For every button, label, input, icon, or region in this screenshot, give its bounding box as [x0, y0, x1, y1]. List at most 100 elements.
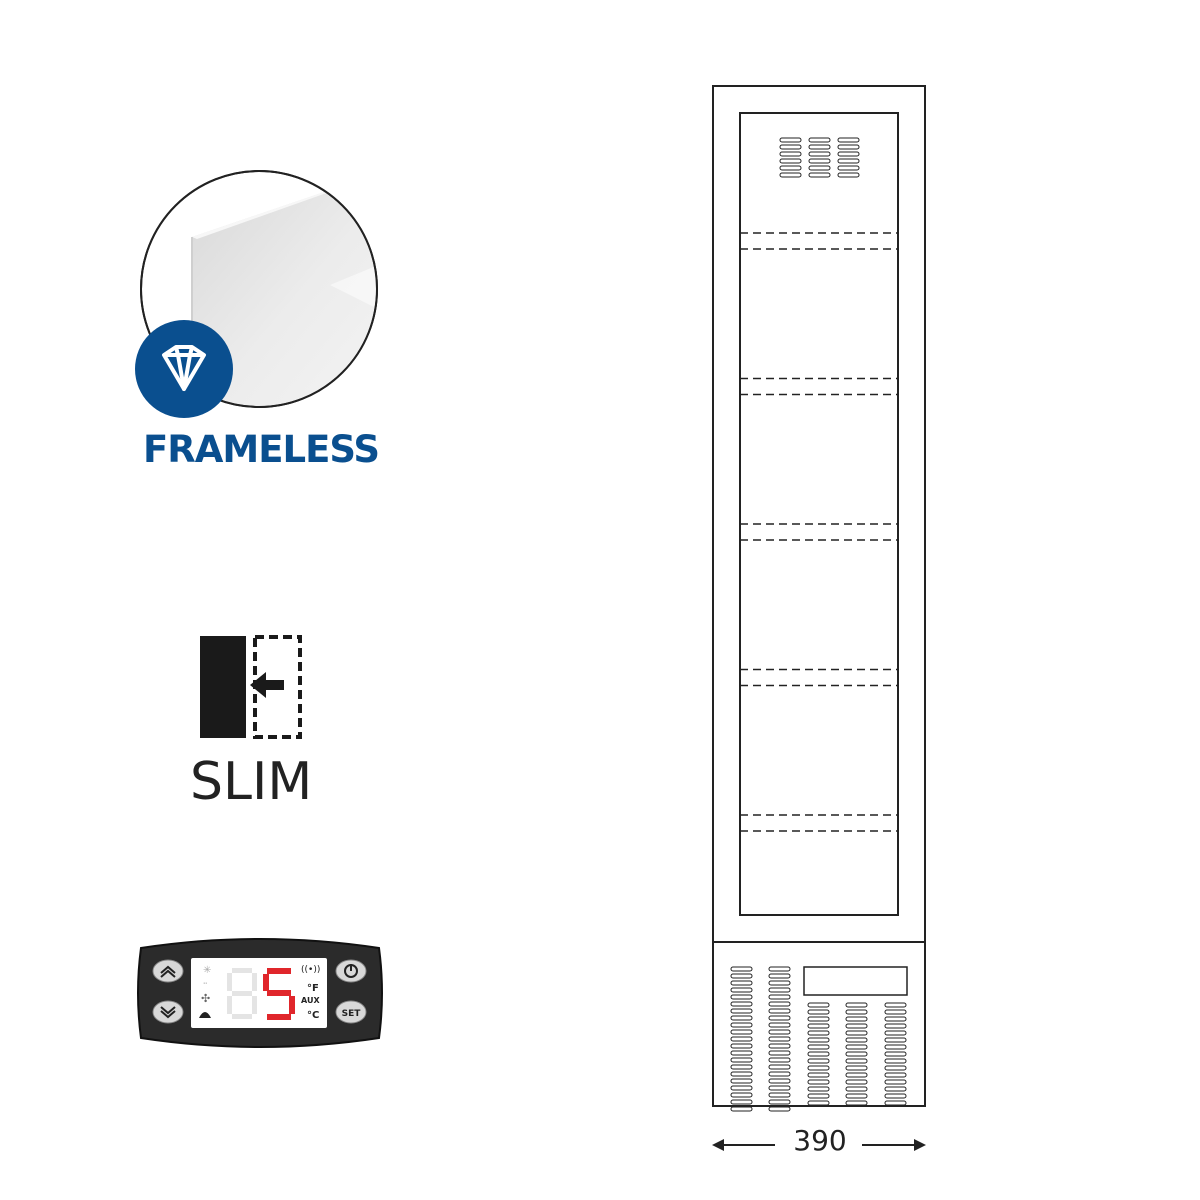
vent-slot	[768, 1050, 791, 1056]
vent-slot	[807, 1072, 830, 1078]
dimension-value: 390	[793, 1124, 847, 1157]
vent-slot	[807, 1058, 830, 1064]
vent-slot	[768, 1008, 791, 1014]
vent-slot	[884, 1100, 907, 1106]
vent-slot	[845, 1030, 868, 1036]
vent-slot	[730, 1050, 753, 1056]
dimension-arrow-right	[862, 1139, 926, 1151]
down-button[interactable]	[152, 1000, 184, 1024]
vent-slot	[807, 1009, 830, 1015]
vent-slot	[730, 1078, 753, 1084]
vent-slot	[730, 1071, 753, 1077]
vent-slot	[845, 1037, 868, 1043]
vent-slot	[845, 1093, 868, 1099]
vent-slot	[730, 987, 753, 993]
vent-slot	[837, 165, 860, 171]
vent-slot	[884, 1093, 907, 1099]
vent-slot	[768, 1064, 791, 1070]
vent-slot	[808, 172, 831, 178]
unit-f-label: °F	[307, 983, 319, 994]
vent-slot	[768, 1015, 791, 1021]
vent-slot	[807, 1002, 830, 1008]
display-ghost-digit	[227, 968, 257, 1019]
vent-slot	[884, 1051, 907, 1057]
power-icon	[344, 964, 358, 978]
set-button-label: SET	[342, 1009, 362, 1019]
vent-slot	[807, 1016, 830, 1022]
signal-icon: ((•))	[301, 965, 320, 975]
vent-slot	[768, 966, 791, 972]
vent-slot	[768, 1043, 791, 1049]
vent-slot	[779, 158, 802, 164]
vent-slot	[845, 1009, 868, 1015]
vent-slot	[807, 1079, 830, 1085]
shelf	[740, 377, 898, 396]
vent-slot	[884, 1065, 907, 1071]
vent-slot	[730, 1022, 753, 1028]
vent-slot	[730, 994, 753, 1000]
vent-slot	[730, 1057, 753, 1063]
shelves	[740, 232, 898, 832]
slim-compress-icon	[198, 634, 304, 740]
vent-slot	[768, 1099, 791, 1105]
vent-slot	[768, 973, 791, 979]
vent-slot	[730, 980, 753, 986]
vent-slot	[768, 1071, 791, 1077]
up-arrow-icon	[160, 965, 176, 974]
vent-slot	[730, 1106, 753, 1112]
badge-circle	[135, 320, 233, 418]
vent-slot	[807, 1044, 830, 1050]
vent-slot	[768, 1057, 791, 1063]
vent-slot	[808, 137, 831, 143]
snowflake-icon: ✳	[203, 965, 211, 976]
power-button[interactable]	[335, 959, 367, 983]
vent-slot	[779, 137, 802, 143]
controller-slot	[803, 966, 908, 996]
vent-slot	[730, 1064, 753, 1070]
defrost-icon: ᐧᐧ	[203, 979, 207, 988]
vent-slot	[768, 1001, 791, 1007]
vent-slot	[730, 966, 753, 972]
shelf	[740, 232, 898, 250]
vent-slot	[884, 1079, 907, 1085]
vent-slot	[845, 1051, 868, 1057]
vent-slot	[730, 1029, 753, 1035]
dimension-arrow-left	[712, 1139, 775, 1151]
vent-slot	[730, 1043, 753, 1049]
top-vent	[779, 137, 860, 178]
vent-slot	[779, 172, 802, 178]
controller-panel: SET ✳ ᐧᐧ ✣ 5 ((•)) °F AUX	[135, 936, 385, 1050]
down-arrow-icon	[160, 1006, 176, 1015]
vent-slot	[730, 1008, 753, 1014]
unit-c-label: °C	[307, 1010, 319, 1021]
vent-slot	[845, 1002, 868, 1008]
set-button[interactable]: SET	[335, 1000, 367, 1024]
vent-slot	[845, 1065, 868, 1071]
vent-slot	[884, 1058, 907, 1064]
vent-slot	[807, 1086, 830, 1092]
vent-slot	[779, 144, 802, 150]
vent-slot	[837, 144, 860, 150]
vent-slot	[807, 1065, 830, 1071]
vent-slot	[845, 1023, 868, 1029]
vent-slot	[779, 165, 802, 171]
vent-slot	[837, 158, 860, 164]
vent-slot	[768, 1085, 791, 1091]
up-button[interactable]	[152, 959, 184, 983]
vent-slot	[837, 137, 860, 143]
vent-slot	[768, 1092, 791, 1098]
vent-slot	[845, 1100, 868, 1106]
vent-slot	[768, 1022, 791, 1028]
aux-label: AUX	[301, 996, 320, 1005]
vent-slot	[884, 1016, 907, 1022]
vent-slot	[768, 1036, 791, 1042]
vent-slot	[730, 1099, 753, 1105]
glass-door	[739, 112, 899, 916]
vent-slot	[837, 172, 860, 178]
vent-slot	[807, 1100, 830, 1106]
vent-slot	[884, 1002, 907, 1008]
vent-slot	[807, 1030, 830, 1036]
diamond-icon	[162, 345, 206, 391]
shelf	[740, 668, 898, 687]
vent-slot	[884, 1037, 907, 1043]
